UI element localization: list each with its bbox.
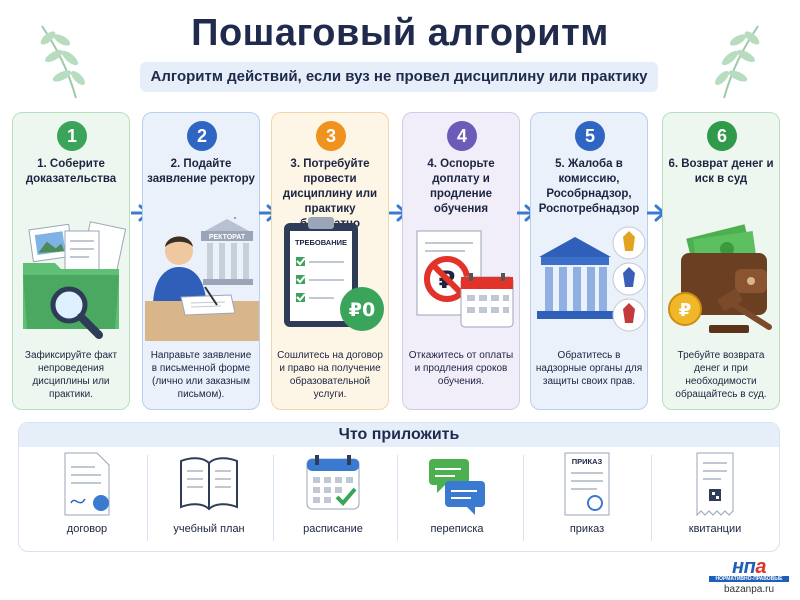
step-title: 1. Соберите доказательства xyxy=(25,158,117,185)
attachment-label: приказ xyxy=(569,523,605,535)
attachment-item-schedule: расписание xyxy=(273,451,393,549)
step-title: 6. Возврат денег и иск в суд xyxy=(668,158,774,185)
contract-document-icon xyxy=(64,452,110,516)
subtitle: Алгоритм действий, если вуз не провел ди… xyxy=(140,62,658,92)
attachment-item-contract: договор xyxy=(27,451,147,549)
clipboard-checklist-icon: ТРЕБОВАНИЕ ₽0 xyxy=(284,217,384,331)
step-title: 5. Жалоба в комиссию, Рособрнадзор, Росп… xyxy=(538,158,640,215)
attachment-label: учебный план xyxy=(173,523,245,535)
brand-logo-text: нп xyxy=(732,556,756,578)
brand-logo: нпа НОРМАТИВНО-ПРАВОВЫЕ АКТЫ bazanpa.ru xyxy=(709,556,789,596)
wallet-gavel-icon: ₽ xyxy=(668,224,772,333)
brand-logo-mark: нпа xyxy=(709,556,789,579)
zero-ruble-badge: ₽0 xyxy=(349,299,375,321)
attachment-item-receipts: квитанции xyxy=(655,451,775,549)
step-number-badge: 5 xyxy=(575,121,605,151)
page-title: Пошаговый алгоритм xyxy=(191,12,609,54)
attachment-item-order: ПРИКАЗ приказ xyxy=(527,451,647,549)
step-number-badge: 4 xyxy=(447,121,477,151)
government-building-emblems-icon xyxy=(537,226,646,332)
svg-text:₽: ₽ xyxy=(679,300,692,321)
step-number-badge: 1 xyxy=(57,121,87,151)
step-description: Требуйте возврата денег и при необходимо… xyxy=(675,350,767,400)
attachment-item-correspondence: переписка xyxy=(397,451,517,549)
calendar-check-icon xyxy=(306,455,360,510)
step-number-badge: 2 xyxy=(187,121,217,151)
step-card-5: 5 5. Жалоба в комиссию, Рособрнадзор, Ро… xyxy=(530,112,648,410)
attachment-item-curriculum: учебный план xyxy=(149,451,269,549)
site-url[interactable]: bazanpa.ru xyxy=(723,584,775,595)
step-card-2: 2 2. Подайте заявление ректору РЕКТОРАТ … xyxy=(142,112,260,410)
step-card-1: 1 1. Соберите доказательства Зафиксируйт… xyxy=(12,112,130,410)
doc-label: ПРИКАЗ xyxy=(572,457,603,466)
step-title: 2. Подайте заявление ректору xyxy=(147,158,255,185)
step-card-3: 3 3. Потребуйте провести дисциплину или … xyxy=(271,112,389,410)
step-card-6: 6 6. Возврат денег и иск в суд ₽ Требуйт… xyxy=(662,112,780,410)
step-title: 4. Оспорьте доплату и продление обучения xyxy=(427,158,495,215)
order-document-icon: ПРИКАЗ xyxy=(564,452,610,516)
step-description: Зафиксируйте факт непроведения дисциплин… xyxy=(24,350,118,400)
brand-logo-accent: а xyxy=(755,556,766,578)
step-description: Сошлитесь на договор и право на получени… xyxy=(277,350,383,400)
no-ruble-calendar-icon: ₽ xyxy=(416,230,514,328)
student-writing-icon: РЕКТОРАТ xyxy=(145,217,259,341)
attachments-panel: Что приложить договор учебный план xyxy=(18,422,780,552)
attachment-label: квитанции xyxy=(688,523,742,535)
receipt-icon xyxy=(696,452,734,517)
attachments-heading: Что приложить xyxy=(19,423,779,447)
attachment-label: договор xyxy=(66,523,108,535)
leaf-sprig-right-icon xyxy=(715,25,760,99)
attachment-label: расписание xyxy=(303,523,363,535)
step-description: Направьте заявление в письменной форме (… xyxy=(150,350,252,400)
divider xyxy=(147,455,148,541)
chat-bubbles-icon xyxy=(429,459,485,515)
divider xyxy=(397,455,398,541)
step-card-4: 4 4. Оспорьте доплату и продление обучен… xyxy=(402,112,520,410)
divider xyxy=(651,455,652,541)
art-label: ТРЕБОВАНИЕ xyxy=(295,238,347,247)
divider xyxy=(273,455,274,541)
step-number-badge: 6 xyxy=(707,121,737,151)
step-description: Обратитесь в надзорные органы для защиты… xyxy=(535,350,643,387)
divider xyxy=(523,455,524,541)
folder-magnifier-icon xyxy=(23,221,127,339)
step-number-badge: 3 xyxy=(316,121,346,151)
attachment-label: переписка xyxy=(430,523,484,535)
open-book-icon xyxy=(180,457,238,511)
step-description: Откажитесь от оплаты и продления сроков … xyxy=(408,350,514,387)
brand-tagline: НОРМАТИВНО-ПРАВОВЫЕ АКТЫ xyxy=(709,576,789,588)
art-label: РЕКТОРАТ xyxy=(209,234,246,241)
leaf-sprig-left-icon xyxy=(40,25,85,99)
